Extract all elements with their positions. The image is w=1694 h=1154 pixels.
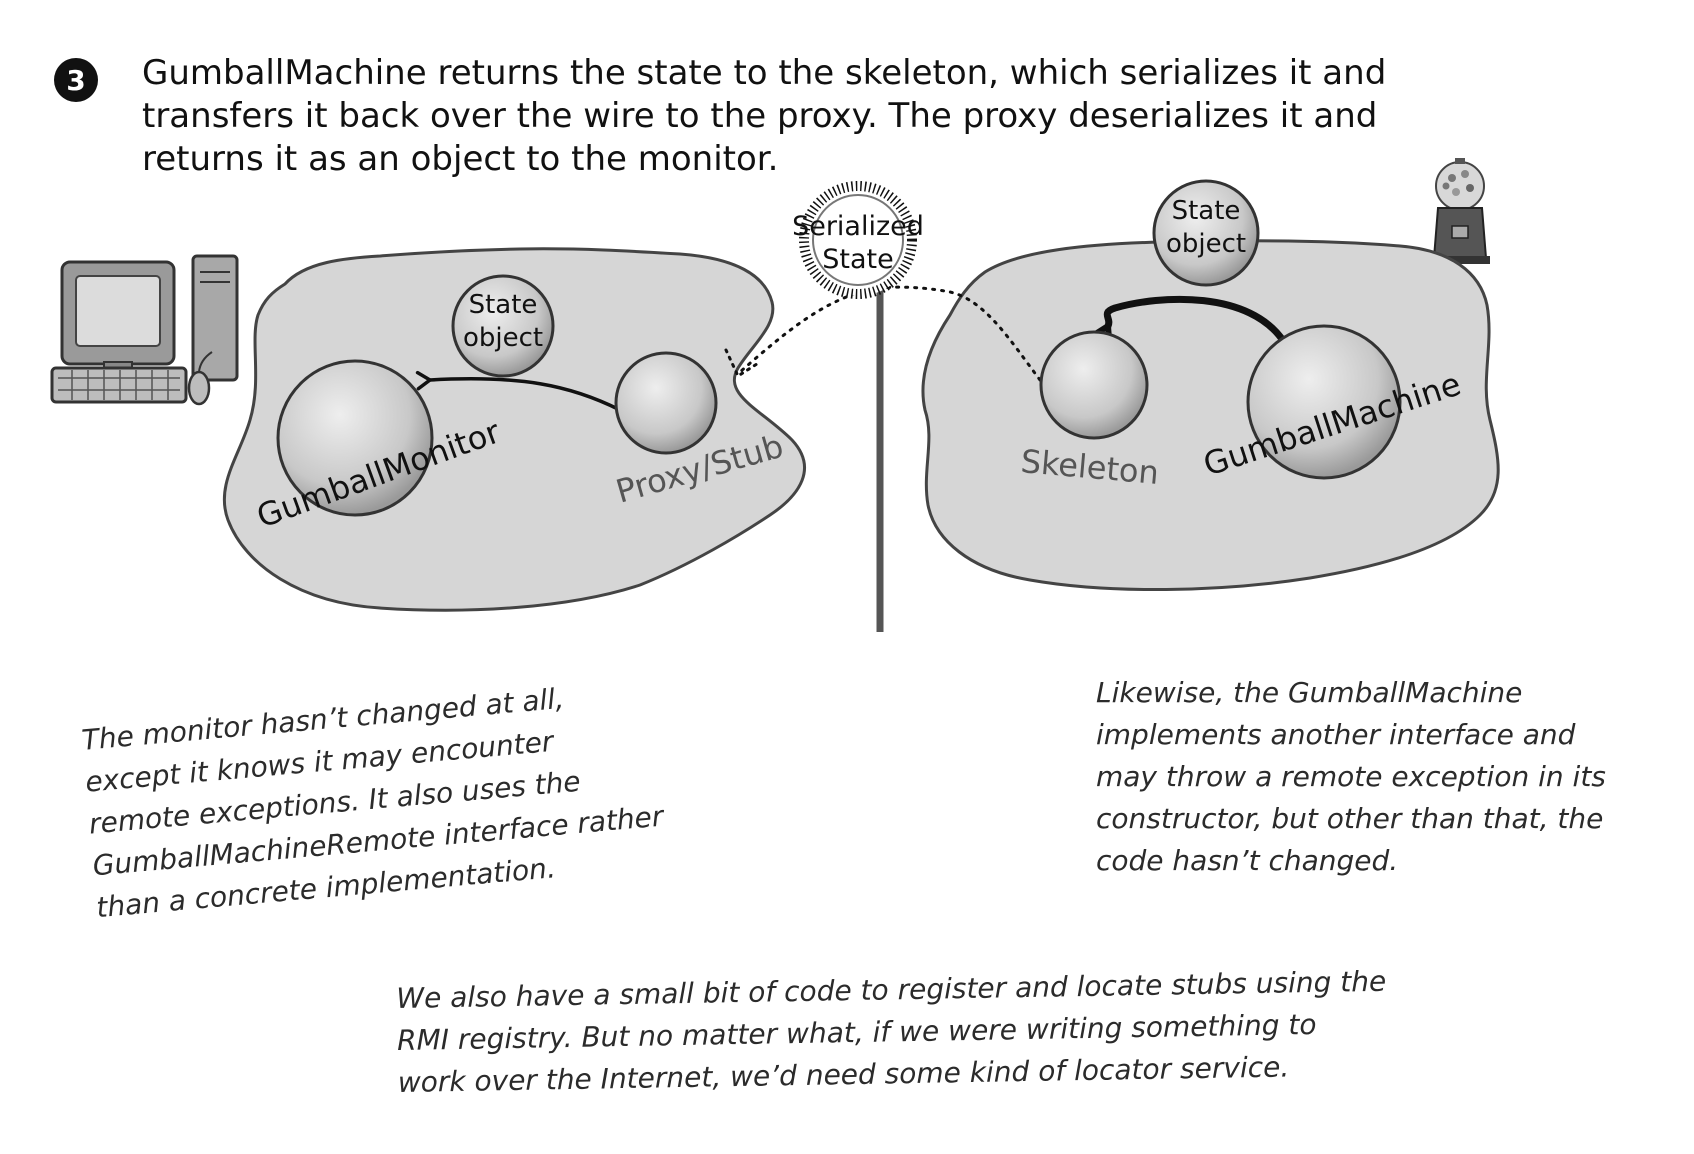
serialized-state-disc: Serialized State bbox=[792, 181, 924, 299]
note-line: constructor, but other than that, the bbox=[1096, 802, 1604, 835]
note-line: implements another interface and bbox=[1096, 718, 1576, 751]
note-line: may throw a remote exception in its bbox=[1096, 760, 1606, 793]
proxy-stub-sphere bbox=[614, 351, 718, 455]
step-line: GumballMachine returns the state to the … bbox=[142, 53, 1387, 93]
computer-icon bbox=[50, 254, 239, 406]
step-line: returns it as an object to the monitor. bbox=[142, 139, 779, 179]
return-arrow bbox=[1085, 295, 1287, 353]
serialized-label: State bbox=[822, 244, 893, 275]
note-line: code hasn’t changed. bbox=[1096, 844, 1399, 877]
transfer-path bbox=[738, 285, 1042, 382]
step-line: transfers it back over the wire to the p… bbox=[142, 96, 1378, 136]
server-state-object-sphere bbox=[1152, 179, 1260, 287]
gumball-monitor-sphere bbox=[276, 359, 434, 517]
gumball-machine-icon bbox=[1430, 158, 1490, 264]
return-arrow bbox=[415, 370, 621, 412]
step-description: GumballMachine returns the state to the … bbox=[142, 52, 1442, 181]
step-number-badge: 3 bbox=[54, 58, 98, 102]
state-object-label: State bbox=[1172, 196, 1241, 226]
state-object-label: object bbox=[1166, 229, 1246, 259]
state-object-label: State bbox=[469, 290, 538, 320]
note-rmi-registry: We also have a small bit of code to regi… bbox=[396, 961, 1388, 1104]
client-state-object-sphere bbox=[451, 274, 555, 378]
gumball-machine-sphere bbox=[1246, 324, 1402, 480]
serialized-label: Serialized bbox=[792, 211, 924, 242]
note-line: Likewise, the GumballMachine bbox=[1096, 676, 1523, 709]
server-heap bbox=[921, 239, 1500, 592]
note-gumball-machine: Likewise, the GumballMachine implements … bbox=[1096, 672, 1606, 882]
transfer-arrow-head bbox=[724, 348, 762, 379]
client-heap bbox=[222, 247, 806, 612]
skeleton-sphere bbox=[1039, 330, 1149, 440]
state-object-label: object bbox=[463, 323, 543, 353]
